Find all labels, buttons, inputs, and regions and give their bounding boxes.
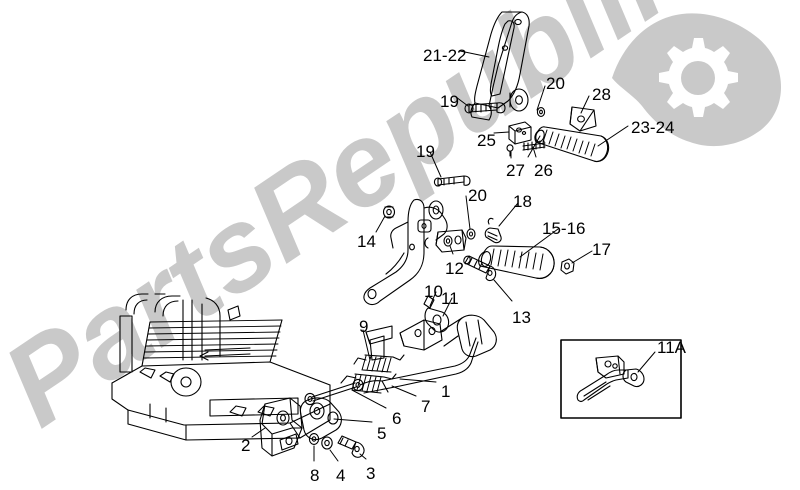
part-9-springs (340, 354, 405, 394)
callout-11A: 11A (657, 338, 686, 357)
callout-23-24: 23-24 (631, 118, 675, 137)
callout-1: 1 (441, 382, 451, 401)
part-25-spacer-block (508, 121, 532, 145)
callout-21-22: 21-22 (423, 46, 467, 65)
callout-5: 5 (377, 424, 387, 443)
part-1-7-side-stand (359, 295, 497, 394)
callout-15-16: 15-16 (542, 219, 586, 238)
part-8-washer (308, 433, 320, 445)
callout-20-upper: 20 (546, 74, 565, 93)
callout-20-lower: 20 (468, 186, 487, 205)
part-13-bolt (463, 255, 497, 282)
callout-19-lower: 19 (416, 142, 435, 161)
callout-18: 18 (513, 192, 532, 211)
callout-4: 4 (336, 466, 346, 485)
callout-27: 27 (506, 161, 525, 180)
part-28-footrest-mount (569, 106, 597, 132)
callout-12: 12 (445, 259, 464, 278)
part-20-pivot-washer-upper (509, 88, 546, 117)
leader-lines-upper (429, 50, 629, 178)
leader-lines-mid (375, 195, 593, 302)
part-4-washer (321, 436, 333, 450)
part-12-pivot-block (424, 229, 467, 253)
callout-26: 26 (534, 161, 553, 180)
callout-2: 2 (241, 436, 251, 455)
callout-19-upper: 19 (440, 92, 459, 111)
part-3-bolt (337, 435, 365, 458)
callout-17: 17 (592, 240, 611, 259)
part-17-nut (560, 258, 575, 275)
callout-7: 7 (421, 397, 431, 416)
callout-8: 8 (310, 466, 320, 485)
part-5-pivot-boss (299, 397, 342, 441)
part-18-clip (484, 217, 502, 244)
part-19-bolt-upper (464, 102, 506, 114)
part-15-16-footrest-rubber (478, 245, 555, 279)
callout-25: 25 (477, 131, 496, 150)
engine-block (111, 293, 331, 441)
part-23-24-footrest-rubber (534, 126, 610, 163)
part-2-stand-bracket (259, 397, 303, 457)
part-19-bolt-lower (433, 175, 471, 187)
part-14-bush (382, 205, 396, 219)
detail-box-11A (560, 339, 682, 419)
callout-11: 11 (441, 289, 459, 308)
leader-lines-lower (251, 291, 453, 462)
callout-9: 9 (359, 317, 369, 336)
callout-13: 13 (512, 308, 531, 327)
callout-6: 6 (392, 409, 402, 428)
callout-3: 3 (366, 464, 376, 483)
callout-28: 28 (592, 85, 611, 104)
callout-14: 14 (357, 232, 376, 251)
part-20-washer-lower (466, 228, 476, 240)
callout-10: 10 (424, 282, 443, 301)
part-27-pin (506, 144, 514, 157)
